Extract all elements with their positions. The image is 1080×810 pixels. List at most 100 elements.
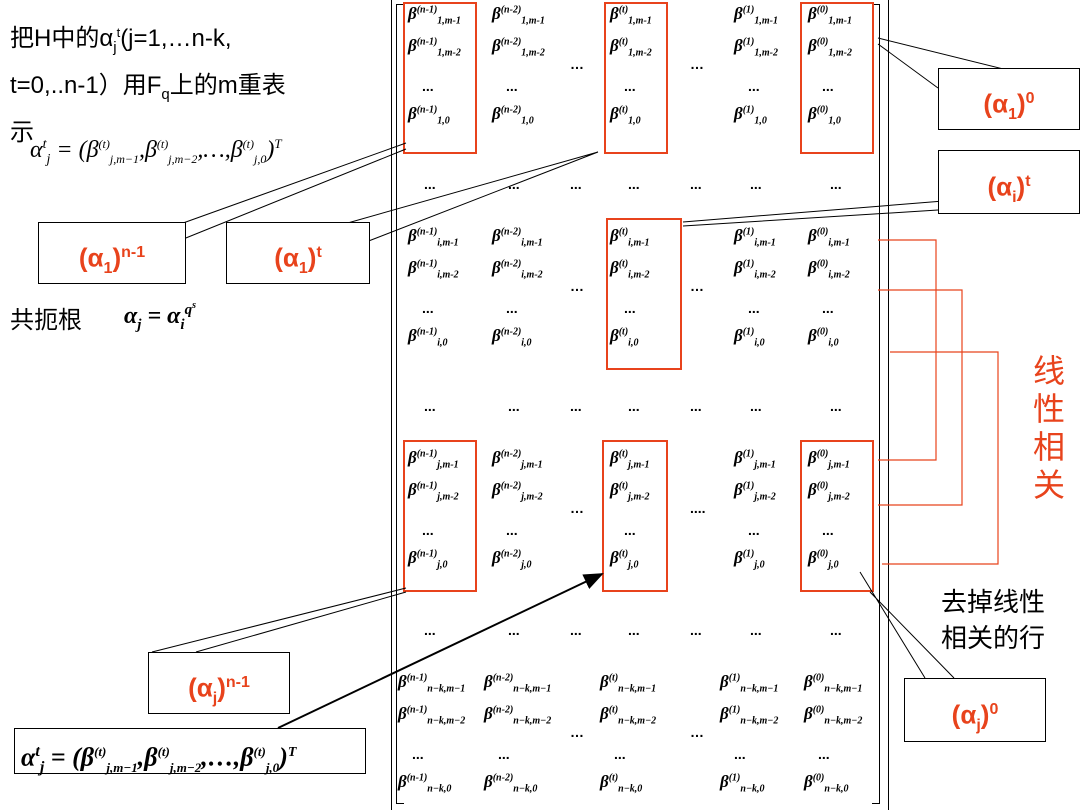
matrix-cell: β(t)j,0 xyxy=(610,548,639,571)
matrix-cell: β(t)i,0 xyxy=(610,326,639,349)
matrix-sep-dots: ... xyxy=(750,176,762,192)
matrix-cell: β(n-2)i,m-1 xyxy=(492,226,543,249)
label-aj-n1: (αj)n-1 xyxy=(148,652,290,714)
matrix-cell: β(1)j,0 xyxy=(734,548,765,571)
matrix-sep-dots: ... xyxy=(508,176,520,192)
matrix-sep-dots: ... xyxy=(628,622,640,638)
matrix-cell: β(t)n−k,m−1 xyxy=(600,672,657,695)
label-a1-0: (α1)0 xyxy=(938,68,1080,130)
matrix-cell: β(0)n−k,m−1 xyxy=(804,672,863,695)
matrix-sep-dots: ... xyxy=(830,622,842,638)
matrix-vdots: ... xyxy=(734,746,746,762)
matrix-hdots: … xyxy=(570,724,584,740)
matrix-cell: β(n-2)n−k,m−2 xyxy=(484,704,552,727)
highlight-aj-n1 xyxy=(403,440,477,592)
matrix-vdots: ... xyxy=(422,522,434,538)
matrix-sep-dots: ... xyxy=(570,398,582,414)
matrix-vdots: ... xyxy=(624,522,636,538)
matrix-sep-dots: ... xyxy=(628,176,640,192)
highlight-aj-t xyxy=(602,440,668,592)
label-a1-t: (α1)t xyxy=(226,222,370,284)
matrix-vdots: ... xyxy=(822,78,834,94)
matrix-cell: β(n-1)n−k,m−2 xyxy=(398,704,466,727)
matrix-vdots: ... xyxy=(412,746,424,762)
matrix-cell: β(n-1)i,m-2 xyxy=(408,258,459,281)
matrix-cell: β(0)i,m-1 xyxy=(808,226,850,249)
matrix-vdots: ... xyxy=(748,522,760,538)
matrix-cell: β(n-1)n−k,m−1 xyxy=(398,672,466,695)
label-aj-0: (αj)0 xyxy=(904,678,1046,742)
matrix-vdots: ... xyxy=(624,78,636,94)
highlight-a1-t xyxy=(604,2,668,154)
matrix-vdots: ... xyxy=(506,522,518,538)
matrix-cell: β(t)n−k,m−2 xyxy=(600,704,657,727)
matrix-cell: β(t)i,m-1 xyxy=(610,226,650,249)
label-a1-n1: (α1)n-1 xyxy=(38,222,186,284)
matrix-cell: β(0)n−k,0 xyxy=(804,772,849,795)
matrix-cell: β(1)j,m-1 xyxy=(734,448,776,471)
matrix-cell: β(n-2)1,m-1 xyxy=(492,4,545,27)
matrix-cell: β(t)i,m-2 xyxy=(610,258,650,281)
matrix-vdots: ... xyxy=(748,78,760,94)
highlight-ai-t xyxy=(606,218,682,370)
linearly-dependent-label: 线 性 相 关 xyxy=(1032,353,1065,503)
matrix-cell: β(n-2)j,0 xyxy=(492,548,532,571)
matrix-hdots: … xyxy=(690,278,704,294)
matrix-sep-dots: ... xyxy=(690,622,702,638)
matrix-cell: β(n-2)n−k,m−1 xyxy=(484,672,552,695)
matrix-cell: β(n-2)n−k,0 xyxy=(484,772,538,795)
matrix-cell: β(n-1)j,m-1 xyxy=(408,448,459,471)
highlight-a1-n1 xyxy=(403,2,477,154)
matrix-left-bracket xyxy=(396,4,404,804)
matrix-cell: β(n-1)1,m-1 xyxy=(408,4,461,27)
matrix-cell: β(1)j,m-2 xyxy=(734,480,776,503)
matrix-cell: β(0)i,0 xyxy=(808,326,839,349)
matrix-right-bracket xyxy=(872,4,880,804)
matrix-sep-dots: ... xyxy=(750,622,762,638)
matrix-sep-dots: ... xyxy=(570,622,582,638)
matrix-cell: β(1)n−k,0 xyxy=(720,772,765,795)
matrix-sep-dots: ... xyxy=(690,398,702,414)
left-panel xyxy=(0,0,392,810)
matrix-sep-dots: ... xyxy=(508,622,520,638)
matrix-cell: β(t)1,m-2 xyxy=(610,36,652,59)
matrix-vdots: ... xyxy=(422,300,434,316)
conjugate-label: 共扼根 xyxy=(10,307,82,334)
matrix-sep-dots: ... xyxy=(830,176,842,192)
matrix-hdots: … xyxy=(570,56,584,72)
matrix-cell: β(n-1)1,0 xyxy=(408,104,450,127)
matrix-vdots: ... xyxy=(818,746,830,762)
matrix-cell: β(n-2)1,0 xyxy=(492,104,534,127)
matrix-cell: β(n-2)j,m-2 xyxy=(492,480,543,503)
matrix-cell: β(n-1)i,m-1 xyxy=(408,226,459,249)
matrix-cell: β(0)j,m-2 xyxy=(808,480,850,503)
matrix-cell: β(n-2)1,m-2 xyxy=(492,36,545,59)
highlight-aj-0 xyxy=(800,440,874,592)
matrix-cell: β(0)i,m-2 xyxy=(808,258,850,281)
matrix-sep-dots: ... xyxy=(628,398,640,414)
matrix-sep-dots: ... xyxy=(424,622,436,638)
matrix-cell: β(0)1,m-2 xyxy=(808,36,852,59)
intro-text: 把H中的αjt(j=1,…n-k, t=0,..n-1）用Fq上的m重表 示 xyxy=(10,25,286,146)
matrix-vdots: ... xyxy=(822,522,834,538)
matrix-cell: β(n-2)j,m-1 xyxy=(492,448,543,471)
matrix-cell: β(1)1,0 xyxy=(734,104,767,127)
matrix-cell: β(t)n−k,0 xyxy=(600,772,643,795)
matrix-cell: β(t)1,0 xyxy=(610,104,641,127)
matrix-hdots: … xyxy=(690,56,704,72)
highlight-a1-0 xyxy=(800,2,874,154)
matrix-vdots: ... xyxy=(506,300,518,316)
matrix-sep-dots: ... xyxy=(750,398,762,414)
matrix-cell: β(n-1)j,m-2 xyxy=(408,480,459,503)
matrix-cell: β(1)i,m-1 xyxy=(734,226,776,249)
matrix-sep-dots: ... xyxy=(424,176,436,192)
matrix-cell: β(1)n−k,m−2 xyxy=(720,704,779,727)
matrix-sep-dots: ... xyxy=(570,176,582,192)
matrix-cell: β(1)1,m-1 xyxy=(734,4,778,27)
matrix-sep-dots: ... xyxy=(690,176,702,192)
matrix-cell: β(t)1,m-1 xyxy=(610,4,652,27)
matrix-cell: β(n-2)i,0 xyxy=(492,326,532,349)
matrix-cell: β(1)n−k,m−1 xyxy=(720,672,779,695)
formula-boxed: αtj = (β(t)j,m−1,β(t)j,m−2,…,β(t)j,0)T xyxy=(14,728,366,776)
